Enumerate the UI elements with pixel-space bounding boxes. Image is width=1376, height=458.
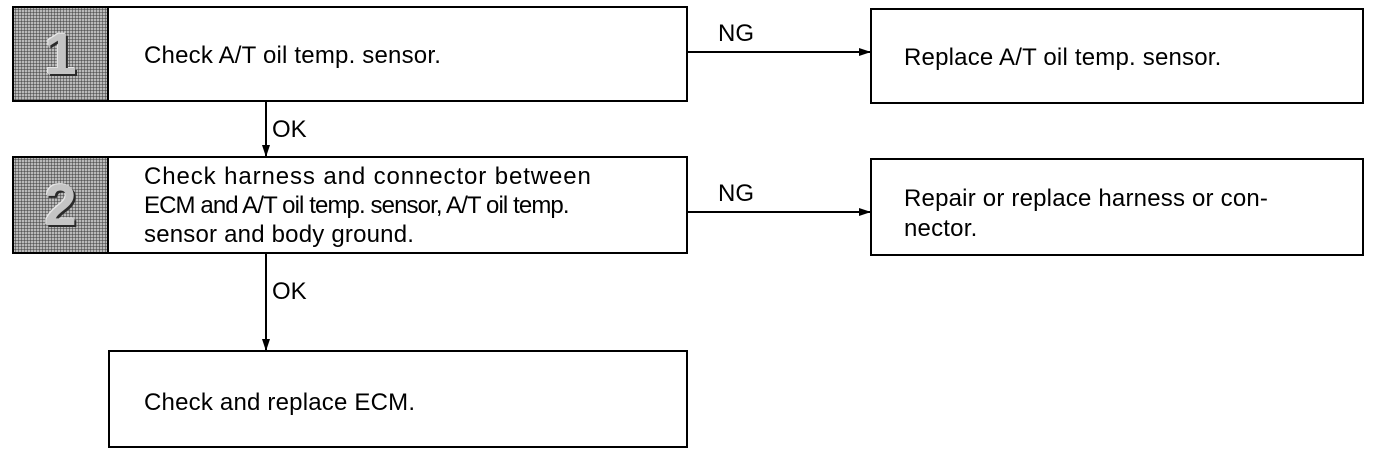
- ng-label-1: NG: [718, 20, 754, 47]
- ng-outcome-1-box: Replace A/T oil temp. sensor.: [870, 8, 1364, 104]
- ng-label-2: NG: [718, 180, 754, 207]
- step-1-number-badge: 1: [14, 8, 109, 100]
- step-2-box: 2 Check harness and connector between EC…: [12, 156, 688, 254]
- step-2-text: Check harness and connector between ECM …: [144, 163, 592, 248]
- step-1-number: 1: [44, 21, 77, 87]
- ok-label-2: OK: [272, 278, 307, 305]
- ng-outcome-2-box: Repair or replace harness or con- nector…: [870, 158, 1364, 256]
- ng-outcome-1-text: Replace A/T oil temp. sensor.: [904, 44, 1222, 71]
- final-step-text: Check and replace ECM.: [144, 389, 416, 416]
- step-2-number: 2: [44, 172, 77, 238]
- step-1-box: 1 Check A/T oil temp. sensor.: [12, 6, 688, 102]
- step-1-text: Check A/T oil temp. sensor.: [144, 42, 442, 69]
- ok-label-1: OK: [272, 116, 307, 143]
- step-2-number-badge: 2: [14, 158, 109, 252]
- final-step-box: Check and replace ECM.: [108, 350, 688, 448]
- ng-outcome-2-text: Repair or replace harness or con- nector…: [904, 185, 1269, 242]
